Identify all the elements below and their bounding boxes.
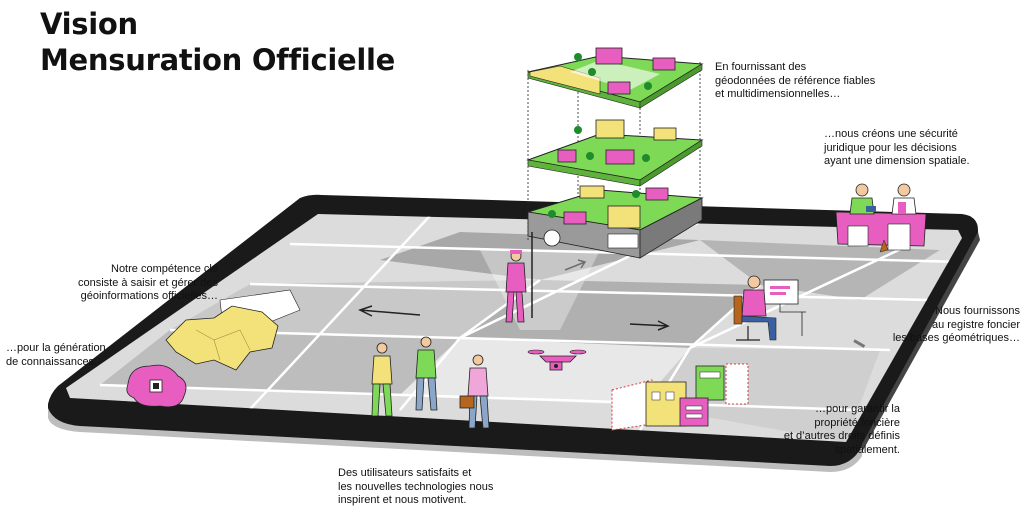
switzerland-map <box>165 289 301 371</box>
caption-knowledge: …pour la génération de connaissances. <box>6 342 106 368</box>
brain-icon <box>126 364 187 408</box>
caption-property: …pour garantir la propriété foncière et … <box>783 403 900 456</box>
court-desk <box>835 183 927 253</box>
stacked-layers-tower <box>526 47 704 259</box>
caption-land-register: Nous fournissons au registre foncier les… <box>892 305 1020 344</box>
title-line-1: Vision <box>40 7 138 41</box>
office-worker <box>733 275 806 341</box>
property-buildings <box>611 363 749 431</box>
caption-geodata: En fournissant des géodonnées de référen… <box>715 61 876 100</box>
drone-icon <box>527 349 587 371</box>
page-title: Vision Mensuration Officielle <box>40 6 395 78</box>
briefcase-icon <box>459 395 475 409</box>
caption-users: Des utilisateurs satisfaits et les nouve… <box>338 467 494 506</box>
users-group <box>371 336 490 429</box>
surveyor-figure <box>505 232 533 323</box>
caption-legal-security: …nous créons une sécurité juridique pour… <box>824 128 970 167</box>
survey-marker-icon <box>543 229 561 247</box>
title-line-2: Mensuration Officielle <box>40 43 395 77</box>
caption-competence: Notre compétence clé consiste à saisir e… <box>77 263 218 302</box>
